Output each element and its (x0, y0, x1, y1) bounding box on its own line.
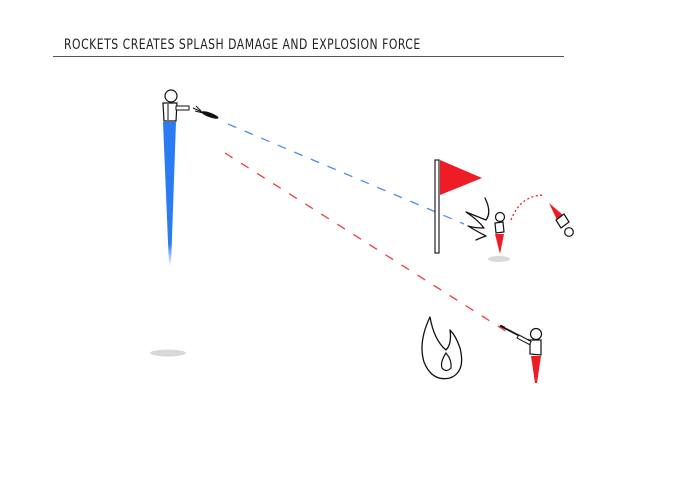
explosion-scribble-icon (465, 197, 490, 241)
fire-icon (421, 316, 463, 380)
red-gunner-trail (531, 356, 541, 383)
rocket-icon (192, 105, 219, 119)
red-hit-body (494, 221, 505, 234)
knockback-arc (510, 194, 544, 221)
red-player-hit (494, 211, 506, 254)
blue-player (162, 89, 190, 266)
red-player-gunner (499, 324, 543, 383)
blue-jet-trail (163, 122, 176, 266)
flag-banner (440, 160, 482, 195)
red-gunner-arm (516, 334, 532, 346)
blue-player-shadow (150, 349, 186, 357)
flag-pole (434, 159, 440, 254)
red-gunner-body (529, 339, 542, 356)
blue-player-body (162, 102, 178, 122)
red-flung-head (564, 227, 574, 237)
red-flung-body (555, 213, 570, 229)
red-player-flung (549, 203, 574, 237)
red-hit-trail (495, 234, 504, 254)
title-underline (53, 56, 564, 57)
diagram-title: ROCKETS CREATES SPLASH DAMAGE AND EXPLOS… (64, 37, 421, 53)
red-hit-head (494, 211, 506, 223)
red-player-hit-shadow (488, 256, 510, 262)
blue-player-head (164, 89, 178, 103)
flag-icon (434, 159, 482, 254)
blue-trajectory-line (227, 123, 465, 225)
red-flung-trail (549, 203, 563, 220)
red-gunner-head (529, 327, 543, 341)
blue-player-arm (175, 105, 190, 111)
